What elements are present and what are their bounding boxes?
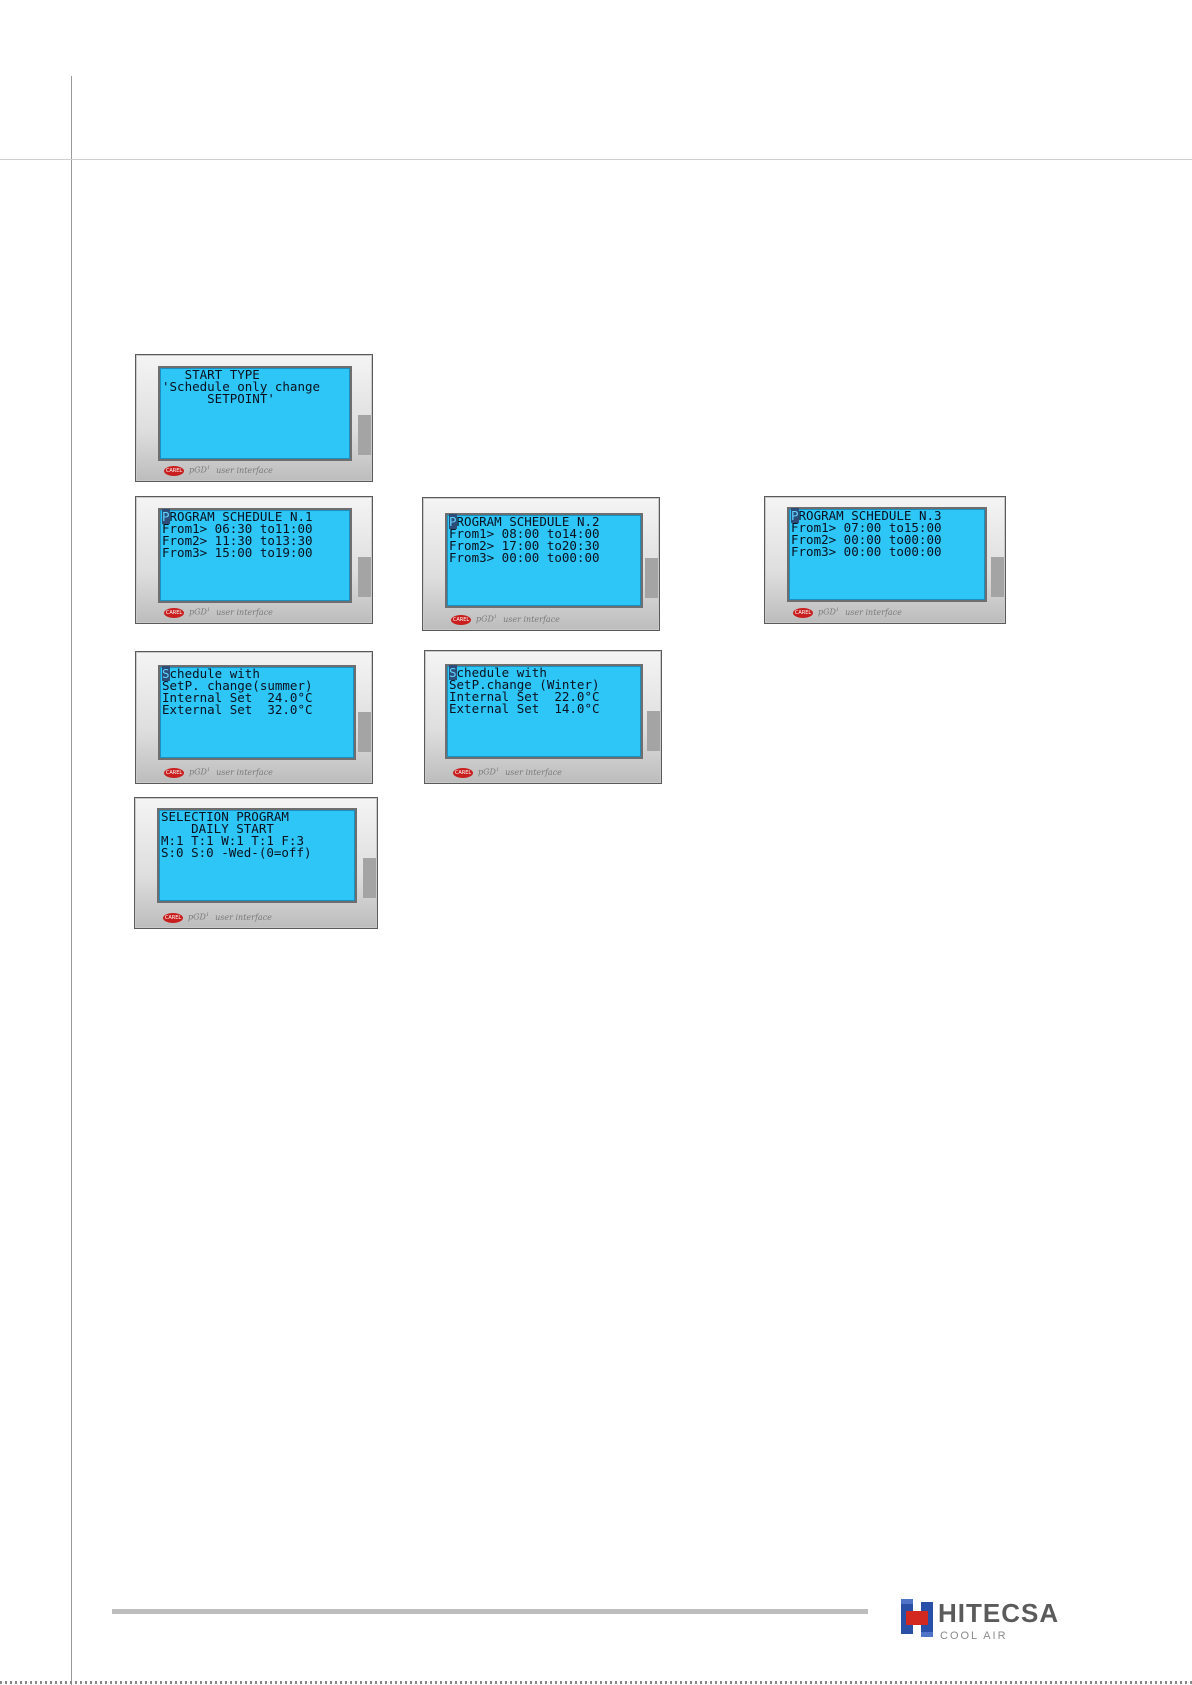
- lcd-line-3: From2> 17:00 to20:30: [449, 538, 600, 553]
- carel-logo: CAREL: [164, 768, 184, 778]
- lcd-line-3: M:1 T:1 W:1 T:1 F:3: [161, 833, 304, 848]
- lcd-cursor: P: [449, 514, 457, 529]
- lcd-line-4: From3> 00:00 to00:00: [449, 550, 600, 565]
- logo-tagline: COOL AIR: [940, 1630, 1008, 1642]
- lcd-line-2: From1> 06:30 to11:00: [162, 521, 313, 536]
- pgd-terminal-selection-program: SELECTION PROGRAM DAILY START M:1 T:1 W:…: [134, 797, 378, 929]
- lcd-line-2: SetP. change(summer): [162, 678, 313, 693]
- header-rule: [0, 159, 1192, 160]
- lcd-line-3: From2> 00:00 to00:00: [791, 532, 942, 547]
- lcd-line-1: Schedule with: [162, 666, 260, 681]
- lcd-line-4: From3> 15:00 to19:00: [162, 545, 313, 560]
- pgd-terminal-start-type: START TYPE 'Schedule only change SETPOIN…: [135, 354, 373, 482]
- carel-logo: CAREL: [453, 768, 473, 778]
- lcd-line-1: PROGRAM SCHEDULE N.1: [162, 509, 313, 524]
- hitecsa-logo: HITECSA COOL AIR: [900, 1596, 1090, 1646]
- lcd-line-1: SELECTION PROGRAM: [161, 809, 289, 824]
- lcd-line-1: START TYPE: [162, 367, 260, 382]
- page-bottom-border: [0, 1681, 1192, 1684]
- lcd-display: PROGRAM SCHEDULE N.2 From1> 08:00 to14:0…: [445, 513, 643, 608]
- lcd-display: SELECTION PROGRAM DAILY START M:1 T:1 W:…: [157, 808, 357, 903]
- terminal-bezel-side: [647, 711, 660, 751]
- carel-logo: CAREL: [793, 608, 813, 618]
- pgd-terminal-winter-setpoint: Schedule with SetP.change (Winter) Inter…: [424, 650, 662, 784]
- terminal-bezel-side: [645, 558, 658, 598]
- lcd-display: Schedule with SetP.change (Winter) Inter…: [445, 664, 643, 759]
- lcd-display: Schedule with SetP. change(summer) Inter…: [158, 665, 356, 760]
- lcd-line-3: SETPOINT': [162, 391, 275, 406]
- pgd-terminal-summer-setpoint: Schedule with SetP. change(summer) Inter…: [135, 651, 373, 784]
- lcd-display: START TYPE 'Schedule only change SETPOIN…: [158, 366, 352, 461]
- pgd-terminal-program-1: PROGRAM SCHEDULE N.1 From1> 06:30 to11:0…: [135, 496, 373, 624]
- carel-logo: CAREL: [164, 466, 184, 476]
- footer-bar: [112, 1609, 868, 1614]
- carel-logo: CAREL: [164, 608, 184, 618]
- lcd-line-4: External Set 14.0°C: [449, 701, 600, 716]
- lcd-line-1: PROGRAM SCHEDULE N.3: [791, 508, 942, 523]
- lcd-cursor: S: [449, 665, 457, 680]
- pgd-terminal-program-3: PROGRAM SCHEDULE N.3 From1> 07:00 to15:0…: [764, 496, 1006, 624]
- terminal-bezel-side: [358, 557, 371, 597]
- lcd-cursor: P: [791, 508, 799, 523]
- lcd-display: PROGRAM SCHEDULE N.1 From1> 06:30 to11:0…: [158, 508, 352, 603]
- lcd-line-3: Internal Set 24.0°C: [162, 690, 313, 705]
- lcd-line-2: SetP.change (Winter): [449, 677, 600, 692]
- lcd-line-2: 'Schedule only change: [162, 379, 321, 394]
- pgd-terminal-program-2: PROGRAM SCHEDULE N.2 From1> 08:00 to14:0…: [422, 497, 660, 631]
- lcd-line-1: Schedule with: [449, 665, 547, 680]
- terminal-bezel-side: [358, 415, 371, 455]
- lcd-line-2: DAILY START: [161, 821, 274, 836]
- terminal-bezel-side: [363, 858, 376, 898]
- lcd-line-4: From3> 00:00 to00:00: [791, 544, 942, 559]
- terminal-bezel-side: [991, 557, 1004, 597]
- logo-name: HITECSA: [938, 1598, 1060, 1628]
- lcd-line-2: From1> 07:00 to15:00: [791, 520, 942, 535]
- lcd-line-4: External Set 32.0°C: [162, 702, 313, 717]
- lcd-cursor: S: [162, 666, 170, 681]
- margin-line: [71, 76, 72, 1685]
- lcd-line-3: From2> 11:30 to13:30: [162, 533, 313, 548]
- carel-logo: CAREL: [451, 615, 471, 625]
- lcd-line-4: [160, 405, 350, 417]
- lcd-display: PROGRAM SCHEDULE N.3 From1> 07:00 to15:0…: [787, 507, 987, 602]
- hitecsa-logo-icon: [901, 1599, 933, 1637]
- carel-logo: CAREL: [163, 913, 183, 923]
- lcd-cursor: P: [162, 509, 170, 524]
- lcd-line-1: PROGRAM SCHEDULE N.2: [449, 514, 600, 529]
- terminal-bezel-side: [358, 712, 371, 752]
- lcd-line-2: From1> 08:00 to14:00: [449, 526, 600, 541]
- lcd-line-4: S:0 S:0 -Wed-(0=off): [161, 845, 312, 860]
- lcd-line-3: Internal Set 22.0°C: [449, 689, 600, 704]
